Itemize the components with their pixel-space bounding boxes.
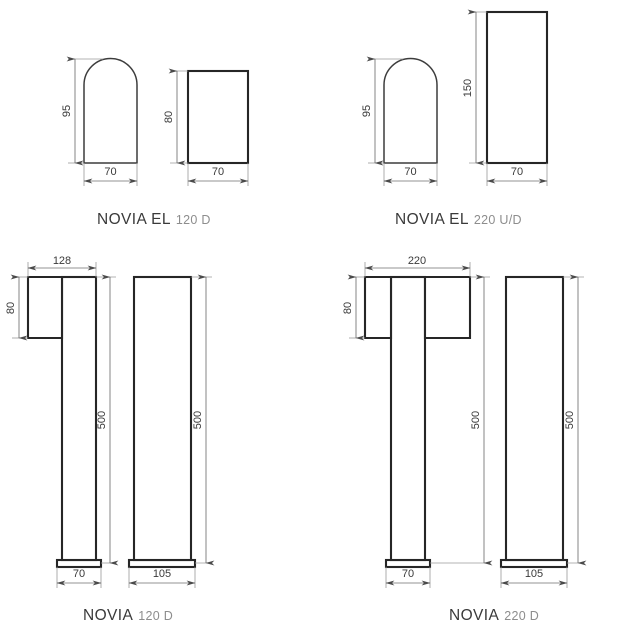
dim-105-br: 105 xyxy=(500,567,568,588)
dim-95-tl: 95 xyxy=(61,56,103,166)
dim-label-128-bl: 128 xyxy=(53,255,71,267)
dim-80-tl: 80 xyxy=(163,68,188,166)
dim-95-tr: 95 xyxy=(361,56,403,166)
view-side-rect-120d xyxy=(186,69,250,165)
drawing-novia-120-d: 128 80 500 70 xyxy=(5,255,215,588)
dim-150-tr: 150 xyxy=(462,9,487,166)
caption-sub-bl: 120 D xyxy=(138,609,174,623)
view-side-rect-220ud xyxy=(485,10,549,165)
view-front-bollard-120d xyxy=(26,275,103,569)
dim-80-br: 80 xyxy=(342,274,365,341)
caption-main-tr: NOVIA EL xyxy=(395,211,469,228)
view-side-bollard-120d xyxy=(127,275,197,569)
dim-label-500-bl-front: 500 xyxy=(96,411,108,429)
caption-sub-tl: 120 D xyxy=(175,213,211,227)
view-front-arched-120d xyxy=(83,57,138,164)
dim-label-70-tl-side: 70 xyxy=(212,166,224,178)
dim-80-bl: 80 xyxy=(5,274,28,341)
dim-70-tr-front: 70 xyxy=(383,163,438,186)
view-front-bollard-220d xyxy=(363,275,472,569)
dim-label-95-tl: 95 xyxy=(61,105,73,117)
dim-label-220-br: 220 xyxy=(408,255,426,267)
dim-label-80-bl: 80 xyxy=(5,302,17,314)
dim-70-br: 70 xyxy=(385,567,431,588)
drawing-novia-el-220-ud: 95 70 150 70 xyxy=(361,9,549,186)
dim-70-tl-side: 70 xyxy=(187,163,249,186)
dim-label-150-tr: 150 xyxy=(462,79,474,97)
dim-label-80-tl: 80 xyxy=(163,111,175,123)
dim-128-bl: 128 xyxy=(27,255,97,277)
dim-label-500-bl-side: 500 xyxy=(192,411,204,429)
view-side-bollard-220d xyxy=(499,275,569,569)
dim-70-tr-side: 70 xyxy=(486,163,548,186)
dim-label-70-tr-front: 70 xyxy=(404,166,416,178)
drawing-novia-220-d: 220 80 500 70 xyxy=(342,255,587,588)
dim-500-bl-front: 500 xyxy=(96,274,119,566)
dim-label-500-br-front: 500 xyxy=(470,411,482,429)
caption-main-bl: NOVIA xyxy=(83,607,134,624)
dim-label-80-br: 80 xyxy=(342,302,354,314)
dim-500-br-front: 500 xyxy=(430,274,493,566)
dim-label-105-bl: 105 xyxy=(153,568,171,580)
dim-500-br-side: 500 xyxy=(563,274,587,566)
dim-label-70-tl-front: 70 xyxy=(104,166,116,178)
dim-label-105-br: 105 xyxy=(525,568,543,580)
dim-70-tl-front: 70 xyxy=(83,163,138,186)
dim-label-70-bl: 70 xyxy=(73,568,85,580)
caption-main-tl: NOVIA EL xyxy=(97,211,171,228)
caption-novia-120-d: NOVIA 120 D xyxy=(83,608,173,624)
view-front-arched-220ud xyxy=(383,57,438,164)
dim-label-70-tr-side: 70 xyxy=(511,166,523,178)
caption-sub-tr: 220 U/D xyxy=(473,213,522,227)
dim-70-bl: 70 xyxy=(56,567,102,588)
caption-sub-br: 220 D xyxy=(504,609,540,623)
drawing-novia-el-120-d: 95 70 80 70 xyxy=(61,56,250,186)
dim-220-br: 220 xyxy=(364,255,471,277)
dim-105-bl: 105 xyxy=(128,567,196,588)
caption-novia-220-d: NOVIA 220 D xyxy=(449,608,539,624)
caption-main-br: NOVIA xyxy=(449,607,500,624)
caption-novia-el-120-d: NOVIA EL 120 D xyxy=(97,212,211,228)
dim-label-70-br: 70 xyxy=(402,568,414,580)
dim-500-bl-side: 500 xyxy=(191,274,215,566)
dim-label-95-tr: 95 xyxy=(361,105,373,117)
dim-label-500-br-side: 500 xyxy=(564,411,576,429)
caption-novia-el-220-ud: NOVIA EL 220 U/D xyxy=(395,212,522,228)
